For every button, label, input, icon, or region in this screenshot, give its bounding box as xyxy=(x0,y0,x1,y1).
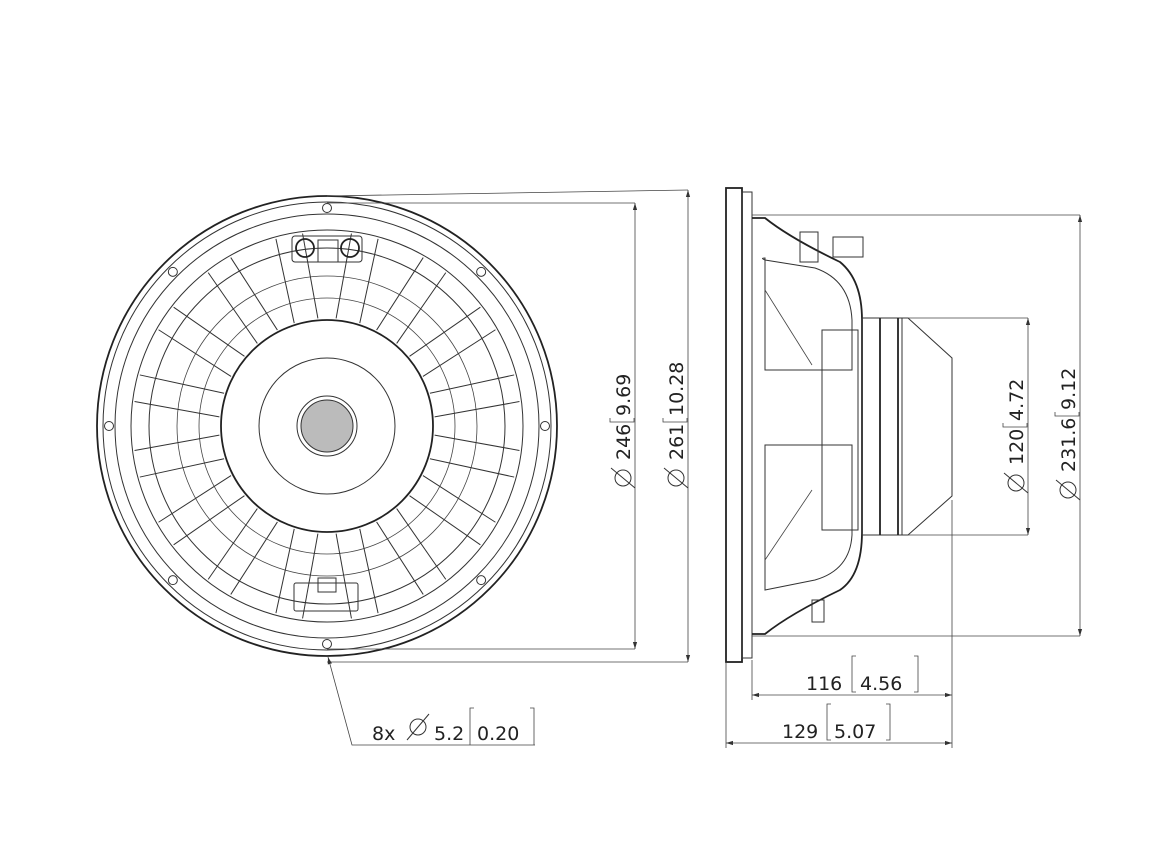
spoke-edge xyxy=(302,533,319,619)
spoke-edge xyxy=(173,306,245,357)
spoke-edge xyxy=(409,495,481,546)
spoke-edge xyxy=(230,521,278,595)
dim-inch: 4.72 xyxy=(1006,379,1028,421)
dim-mm: 120 xyxy=(1006,429,1028,465)
dim-inch: 4.56 xyxy=(860,673,902,695)
spoke-edge xyxy=(422,329,496,377)
spoke-edge xyxy=(434,434,520,451)
dim-inch: 0.20 xyxy=(477,723,519,745)
dim-inch: 9.12 xyxy=(1058,368,1080,410)
spoke-edge xyxy=(422,475,496,523)
spoke-edge xyxy=(275,528,295,614)
spoke-edge xyxy=(396,272,447,344)
spoke-edge xyxy=(396,508,447,580)
spoke-edge xyxy=(302,233,319,319)
spoke-edge xyxy=(230,257,278,331)
mounting-hole xyxy=(322,639,332,649)
dim-inch: 5.07 xyxy=(834,721,876,743)
dim-label-261: 261 10.28 xyxy=(662,362,689,489)
spoke-edge xyxy=(429,458,515,478)
spoke-edge xyxy=(359,238,379,324)
spoke-edge xyxy=(429,374,515,394)
mounting-hole xyxy=(476,575,487,586)
mounting-holes xyxy=(104,203,550,649)
spoke-edge xyxy=(158,329,232,377)
hole-count: 8x xyxy=(372,723,395,745)
mounting-hole xyxy=(104,421,114,431)
mounting-hole xyxy=(167,575,178,586)
spoke-edge xyxy=(376,521,424,595)
spoke-edge xyxy=(139,374,225,394)
spoke-edge xyxy=(409,306,481,357)
dim-label-129: 129 5.07 xyxy=(782,703,891,743)
terminal-top xyxy=(291,235,363,263)
dim-inch: 10.28 xyxy=(666,362,688,416)
mounting-hole xyxy=(322,203,332,213)
dim-label-231-6: 231.6 9.12 xyxy=(1054,368,1081,501)
dim-mm: 261 xyxy=(666,424,688,460)
spoke-edge xyxy=(173,495,245,546)
dimension-lines xyxy=(327,190,1083,746)
dim-mm: 129 xyxy=(782,721,818,743)
mounting-hole xyxy=(540,421,550,431)
front-view xyxy=(96,189,689,663)
dim-label-246: 246 9.69 xyxy=(609,374,636,489)
mounting-hole xyxy=(476,266,487,277)
dim-label-120: 120 4.72 xyxy=(1002,379,1029,494)
dim-mm: 116 xyxy=(806,673,842,695)
spoke-edge xyxy=(376,257,424,331)
spoke-edge xyxy=(134,401,220,418)
basket-spokes xyxy=(134,233,520,619)
dim-mm: 231.6 xyxy=(1058,418,1080,472)
spoke-edge xyxy=(207,508,258,580)
spoke-edge xyxy=(335,533,352,619)
spoke-edge xyxy=(335,233,352,319)
dim-inch: 9.69 xyxy=(613,374,635,416)
spoke-edge xyxy=(207,272,258,344)
mounting-hole xyxy=(167,266,178,277)
terminal-bottom xyxy=(293,577,359,612)
dim-label-mount-holes: 8x 5.2 0.20 xyxy=(372,707,535,745)
dim-mm: 246 xyxy=(613,424,635,460)
dim-label-116: 116 4.56 xyxy=(806,655,919,695)
side-view xyxy=(725,187,1080,748)
spoke-edge xyxy=(139,458,225,478)
spoke-edge xyxy=(275,238,295,324)
dim-mm: 5.2 xyxy=(434,723,464,745)
spoke-edge xyxy=(434,401,520,418)
spoke-edge xyxy=(134,434,220,451)
spoke-edge xyxy=(359,528,379,614)
spoke-edge xyxy=(158,475,232,523)
